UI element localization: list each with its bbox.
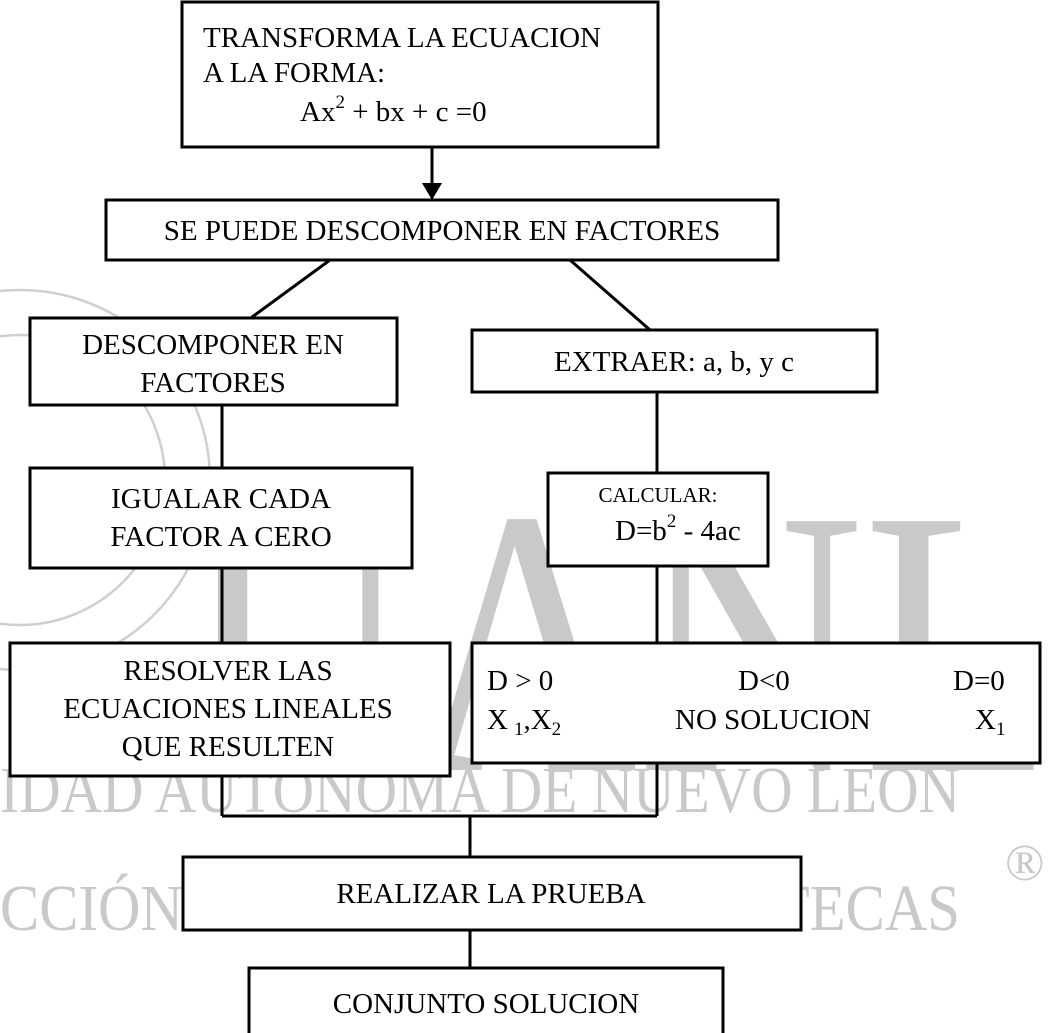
case-negative-result: NO SOLUCION [675,704,871,736]
case-zero-result: X1 [975,704,1005,740]
node-box [181,855,803,932]
node-solution-set: CONJUNTO SOLUCION [247,966,725,1033]
subscript: 1 [996,719,1006,740]
node-text-line2: A LA FORMA: [203,57,385,89]
equation-rest: + bx + c =0 [345,96,487,128]
node-equation: Ax2 + bx + c =0 [300,92,487,128]
node-text: SE PUEDE DESCOMPONER EN FACTORES [164,215,720,247]
node-box [28,316,399,407]
node-text-line1: TRANSFORMA LA ECUACION [203,22,601,54]
subscript: 2 [552,719,562,740]
node-text-line2: ECUACIONES LINEALES [63,693,392,725]
node-box [28,466,414,570]
node-text: REALIZAR LA PRUEBA [336,878,645,910]
node-text-line1: RESOLVER LAS [123,655,332,687]
node-can-factor: SE PUEDE DESCOMPONER EN FACTORES [104,198,780,262]
node-calculate-discriminant: CALCULAR: D=b2 - 4ac [546,471,770,568]
equation-exponent: 2 [667,511,677,532]
node-text-line3: QUE RESULTEN [122,731,334,763]
node-box [8,641,452,778]
node-box [470,641,1042,765]
node-box [180,0,660,149]
case-negative-condition: D<0 [738,665,790,697]
node-perform-test: REALIZAR LA PRUEBA [181,855,803,932]
node-text-line2: FACTOR A CERO [110,521,331,553]
equation-term: Ax [300,96,336,128]
node-solve-linear: RESOLVER LAS ECUACIONES LINEALES QUE RES… [8,641,452,778]
separator: ,X [523,704,551,736]
x-symbol: X [487,704,508,736]
node-box [247,966,725,1033]
connector-question-to-factor [247,258,331,322]
equation-exponent: 2 [335,92,345,113]
node-text: EXTRAER: a, b, y c [554,346,794,378]
equation-term: D=b [615,515,667,547]
connectors [220,147,659,968]
node-text-line1: IGUALAR CADA [111,483,331,515]
connector-question-to-extract [569,258,651,332]
x-symbol: X [975,704,996,736]
case-positive-condition: D > 0 [487,665,553,697]
node-text-line1: CALCULAR: [598,483,717,507]
node-text-line1: DESCOMPONER EN [82,329,344,361]
node-equation: D=b2 - 4ac [615,511,741,547]
node-box [470,328,879,394]
node-descompose: DESCOMPONER EN FACTORES [28,316,399,407]
node-box [546,471,770,568]
node-transform-equation: TRANSFORMA LA ECUACION A LA FORMA: Ax2 +… [180,0,660,149]
equation-rest: - 4ac [676,515,740,547]
node-equate-zero: IGUALAR CADA FACTOR A CERO [28,466,414,570]
node-box [104,198,780,262]
node-text-line2: FACTORES [140,367,286,399]
node-text: CONJUNTO SOLUCION [333,988,639,1020]
node-extract: EXTRAER: a, b, y c [470,328,879,394]
arrowhead-down-icon [422,183,442,200]
subscript: 1 [514,719,524,740]
watermark-registered-mark: ® [1005,835,1045,892]
case-zero-condition: D=0 [953,665,1005,697]
